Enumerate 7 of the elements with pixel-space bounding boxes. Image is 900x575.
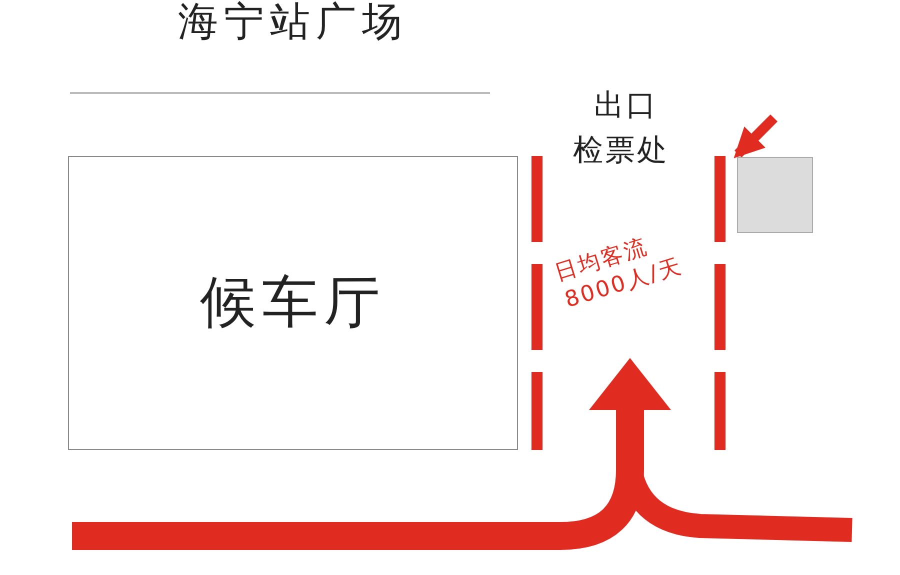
hall-label: 候车厅 bbox=[200, 269, 386, 337]
gate-box bbox=[737, 157, 813, 233]
title: 海宁站广场 bbox=[178, 0, 408, 47]
area-label: 检票处 bbox=[573, 132, 669, 170]
hall-box bbox=[68, 156, 518, 450]
pointer-arrow bbox=[734, 114, 778, 158]
area-label: 出口 bbox=[594, 87, 658, 125]
